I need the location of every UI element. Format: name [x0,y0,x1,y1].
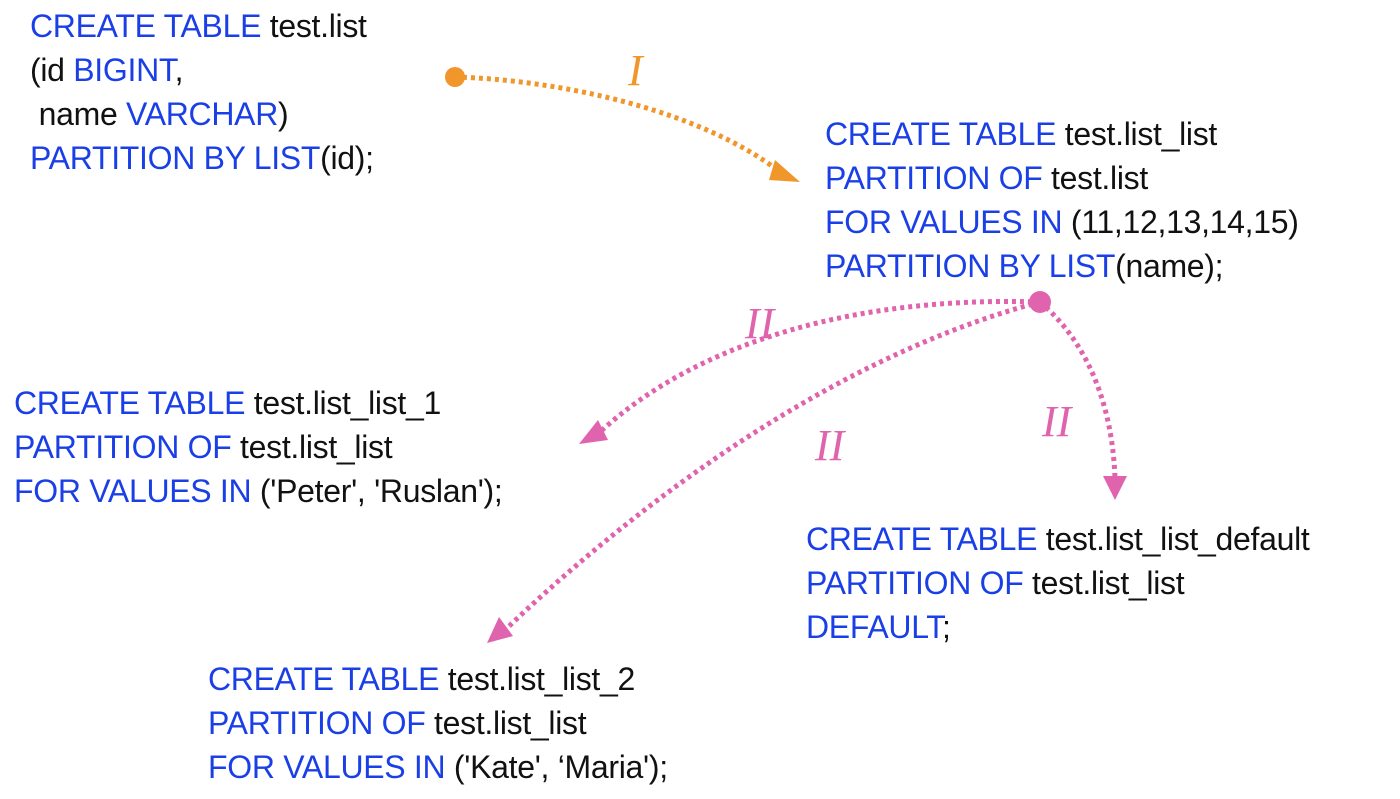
sql-text: ) [278,96,289,132]
arrow-level-2-a-head [579,420,608,444]
arrow-level-1: I [445,46,800,182]
sql-text: name [30,96,127,132]
sql-line: PARTITION OF test.list_list [806,561,1310,605]
sql-text: test.list_list [231,429,393,465]
arrow-level-2-to-list-list-default: II [1038,300,1127,500]
sql-line: name VARCHAR) [30,92,374,136]
arrow-label-level-1: I [627,46,645,95]
sql-keyword: BIGINT [73,52,175,88]
sql-text: (name); [1115,248,1224,284]
sql-keyword: PARTITION BY LIST [30,140,321,176]
sql-text: ('Kate', ‘Maria'); [445,749,668,785]
sql-text: test.list_list [425,705,587,741]
sql-line: (id BIGINT, [30,48,374,92]
sql-line: CREATE TABLE test.list_list_2 [208,657,668,701]
sql-keyword: CREATE TABLE [208,661,440,697]
sql-line: DEFAULT; [806,605,1310,649]
sql-keyword: PARTITION OF [208,705,426,741]
sql-text: test.list_list [1023,565,1185,601]
sql-text: ('Peter', 'Ruslan'); [251,473,503,509]
sql-line: PARTITION BY LIST(id); [30,136,374,180]
sql-text: test.list [261,8,367,44]
arrow-label-level-2-a: II [744,299,777,348]
sql-line: PARTITION OF test.list_list [14,425,502,469]
sql-text: test.list_list [1056,116,1218,152]
arrow-level-1-head [769,160,800,182]
arrow-level-1-curve [454,74,782,174]
arrow-level-2-a-curve [598,298,1041,434]
sql-line: FOR VALUES IN (11,12,13,14,15) [825,200,1299,244]
sql-line: CREATE TABLE test.list_list [825,112,1299,156]
sql-line: CREATE TABLE test.list_list_default [806,517,1310,561]
sql-keyword: CREATE TABLE [806,521,1038,557]
sql-text: (id); [320,140,374,176]
arrow-level-2-to-list-list-2: II [487,299,1041,643]
sql-keyword: CREATE TABLE [30,8,262,44]
arrow-level-1-origin [445,67,465,87]
sql-text: ; [942,609,951,645]
sql-text: test.list_list_default [1037,521,1310,557]
sql-keyword: CREATE TABLE [14,385,246,421]
sql-line: FOR VALUES IN ('Kate', ‘Maria'); [208,745,668,789]
sql-text: test.list [1042,160,1148,196]
arrow-level-2-b-head [487,617,513,643]
sql-keyword: PARTITION OF [806,565,1024,601]
sql-keyword: PARTITION BY LIST [825,248,1116,284]
arrow-level-2-origin [1029,291,1051,313]
arrow-label-level-2-b: II [814,421,847,470]
arrow-level-2-b-curve [503,299,1041,632]
sql-text: (11,12,13,14,15) [1062,204,1299,240]
sql-line: PARTITION OF test.list [825,156,1299,200]
arrow-level-2-to-list-list-1: II [579,298,1041,444]
sql-keyword: FOR VALUES IN [825,204,1063,240]
sql-keyword: CREATE TABLE [825,116,1057,152]
arrow-level-2-c-curve [1038,300,1118,479]
sql-keyword: PARTITION OF [825,160,1043,196]
sql-text: , [174,52,184,88]
sql-line: PARTITION BY LIST(name); [825,244,1299,288]
sql-text: test.list_list_2 [439,661,636,697]
sql-keyword: PARTITION OF [14,429,232,465]
sql-line: FOR VALUES IN ('Peter', 'Ruslan'); [14,469,503,513]
sql-text: test.list_list_1 [245,385,442,421]
sql-line: CREATE TABLE test.list_list_1 [14,381,502,425]
arrow-level-2-c-head [1103,476,1127,500]
sql-block-test-list: CREATE TABLE test.list(id BIGINT, name V… [30,4,374,180]
sql-text: (id [30,52,74,88]
sql-line: CREATE TABLE test.list [30,4,374,48]
sql-line: PARTITION OF test.list_list [208,701,668,745]
sql-keyword: FOR VALUES IN [208,749,446,785]
sql-keyword: FOR VALUES IN [14,473,252,509]
sql-keyword: VARCHAR [126,96,279,132]
sql-keyword: DEFAULT [806,609,943,645]
arrow-label-level-2-c: II [1041,397,1074,446]
